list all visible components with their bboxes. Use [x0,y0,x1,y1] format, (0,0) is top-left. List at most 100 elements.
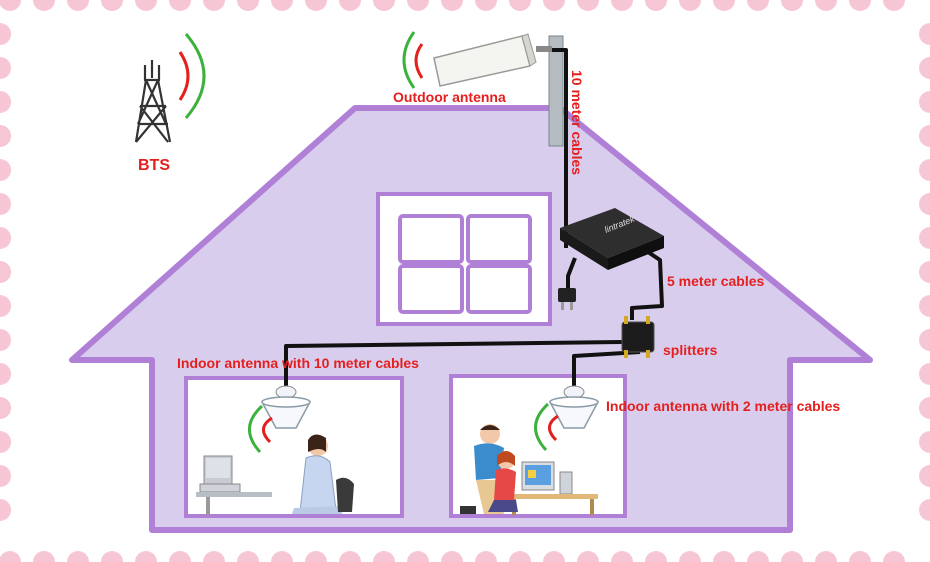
frame-dot [373,0,395,11]
frame-dot [67,0,89,11]
repeater-icon: lintratek [560,208,664,270]
cable-5m [630,246,664,320]
outdoor-antenna-signal-icon [402,31,424,89]
frame-dot [747,551,769,562]
frame-dot [919,57,930,79]
frame-dot [0,193,11,215]
indoor-antenna-10m-label: Indoor antenna with 10 meter cables [177,355,419,371]
frame-dot [0,57,11,79]
frame-dot [0,227,11,249]
frame-dot [33,551,55,562]
frame-dot [0,159,11,181]
frame-dot [305,551,327,562]
frame-dot [271,551,293,562]
frame-dot [919,431,930,453]
frame-dot [305,0,327,11]
woman-on-phone-illustration [292,434,342,514]
frame-dot [543,551,565,562]
frame-dot [0,397,11,419]
cable-indoor-10m [284,340,623,388]
frame-dot [0,0,21,11]
splitters-label: splitters [663,342,718,358]
frame-dot [203,551,225,562]
frame-dot [441,0,463,11]
frame-dot [271,0,293,11]
frame-dot [441,551,463,562]
frame-dot [0,329,11,351]
frame-dot [919,295,930,317]
frame-dot [339,0,361,11]
frame-dot [713,551,735,562]
frame-dot [883,0,905,11]
frame-dot [919,397,930,419]
house [69,105,873,533]
frame-dot [611,0,633,11]
cable-5m-label: 5 meter cables [667,273,764,289]
frame-dot [849,0,871,11]
frame-dot [0,431,11,453]
frame-dot [577,551,599,562]
frame-dot [919,465,930,487]
frame-dot [339,551,361,562]
bts-signal-icon [178,33,206,119]
frame-dot [509,551,531,562]
frame-dot [919,91,930,113]
indoor-antenna-icon [260,385,312,429]
frame-dot [475,551,497,562]
frame-dot [781,551,803,562]
window-pane [466,264,532,314]
frame-dot [919,125,930,147]
window-pane [466,214,532,264]
frame-dot [577,0,599,11]
frame-dot [169,551,191,562]
plug-icon [558,288,576,310]
frame-dot [0,295,11,317]
frame-dot [679,0,701,11]
frame-dot [919,193,930,215]
frame-dot [781,0,803,11]
window-pane [398,214,464,264]
frame-dot [101,551,123,562]
bts-tower-icon [134,60,172,143]
frame-dot [509,0,531,11]
frame-dot [815,551,837,562]
frame-dot [849,551,871,562]
splitter-icon [621,316,655,358]
frame-dot [475,0,497,11]
outdoor-antenna-icon [433,33,552,87]
frame-dot [0,23,11,45]
frame-dot [237,0,259,11]
frame-dot [0,91,11,113]
frame-dot [33,0,55,11]
frame-dot [713,0,735,11]
cable-10m-label: 10 meter cables [569,70,585,175]
frame-dot [67,551,89,562]
frame-dot [747,0,769,11]
indoor-antenna-2m-label: Indoor antenna with 2 meter cables [606,398,840,414]
frame-dot [883,551,905,562]
frame-dot [373,551,395,562]
frame-dot [203,0,225,11]
frame-dot [645,0,667,11]
frame-dot [679,551,701,562]
window-pane [398,264,464,314]
frame-dot [919,159,930,181]
indoor-antenna-signal-icon [534,402,559,452]
frame-dot [919,227,930,249]
frame-dot [135,0,157,11]
bts-label: BTS [138,157,170,174]
frame-dot [135,551,157,562]
frame-dot [0,465,11,487]
frame-dot [407,0,429,11]
frame-dot [543,0,565,11]
frame-dot [169,0,191,11]
cable-10m [552,48,568,248]
frame-dot [919,261,930,283]
office-chair-illustration [336,477,354,512]
frame-dot [645,551,667,562]
office-desk-illustration [196,455,272,515]
frame-dot [0,499,11,521]
frame-dot [919,499,930,521]
